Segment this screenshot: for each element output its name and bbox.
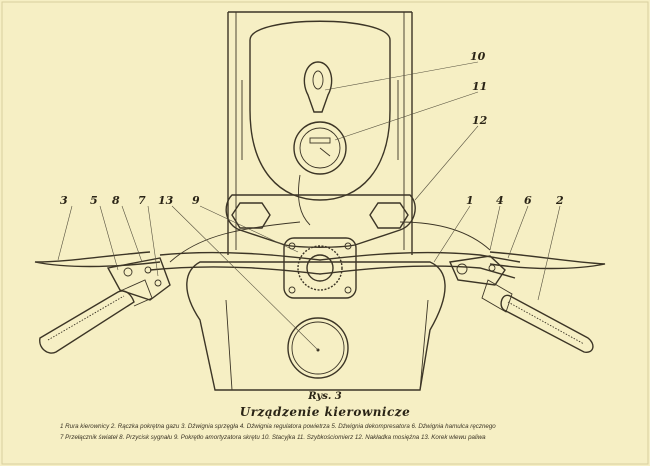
callout-labels: 10 11 12 1 2 3 4 5 6 7 8 9 13: [60, 50, 564, 207]
brake-lever: [489, 251, 606, 270]
legend-line-1: 1 Rura kierownicy 2. Rączka pokrętna gaz…: [60, 423, 496, 430]
callout-4: 4: [496, 194, 504, 207]
fuel-tank: [186, 261, 446, 391]
left-controls: [106, 257, 171, 301]
speedo-cable: [298, 174, 311, 226]
right-controls: [448, 255, 506, 286]
figure-title: Urządzenie kierownicze: [239, 405, 411, 419]
callout-12: 12: [472, 114, 488, 127]
callout-13: 13: [158, 194, 174, 207]
fuel-filler-cap: [287, 317, 349, 379]
callout-11: 11: [472, 80, 487, 93]
steering-damper-knob: [283, 237, 357, 299]
callout-6: 6: [524, 194, 532, 207]
callout-7: 7: [138, 194, 146, 207]
handlebar-tube: [149, 251, 521, 279]
left-grip: [39, 279, 153, 354]
callout-1: 1: [466, 194, 474, 207]
callout-2: 2: [555, 194, 564, 207]
speedometer: [293, 121, 347, 175]
headlamp-housing: [227, 11, 413, 255]
callout-10: 10: [470, 50, 486, 63]
callout-9: 9: [192, 194, 200, 207]
leader-lines: [57, 61, 561, 351]
callout-3: 3: [60, 194, 68, 207]
callout-8: 8: [112, 194, 120, 207]
ignition-switch: [303, 61, 333, 113]
left-cables: [169, 221, 301, 263]
throttle-grip: [481, 279, 594, 353]
figure-label: Rys. 3: [308, 391, 342, 402]
legend-line-2: 7 Przełącznik świateł 8. Przycisk sygnał…: [60, 434, 486, 441]
top-yoke: [225, 194, 416, 248]
callout-5: 5: [90, 194, 98, 207]
right-cables: [399, 221, 491, 251]
